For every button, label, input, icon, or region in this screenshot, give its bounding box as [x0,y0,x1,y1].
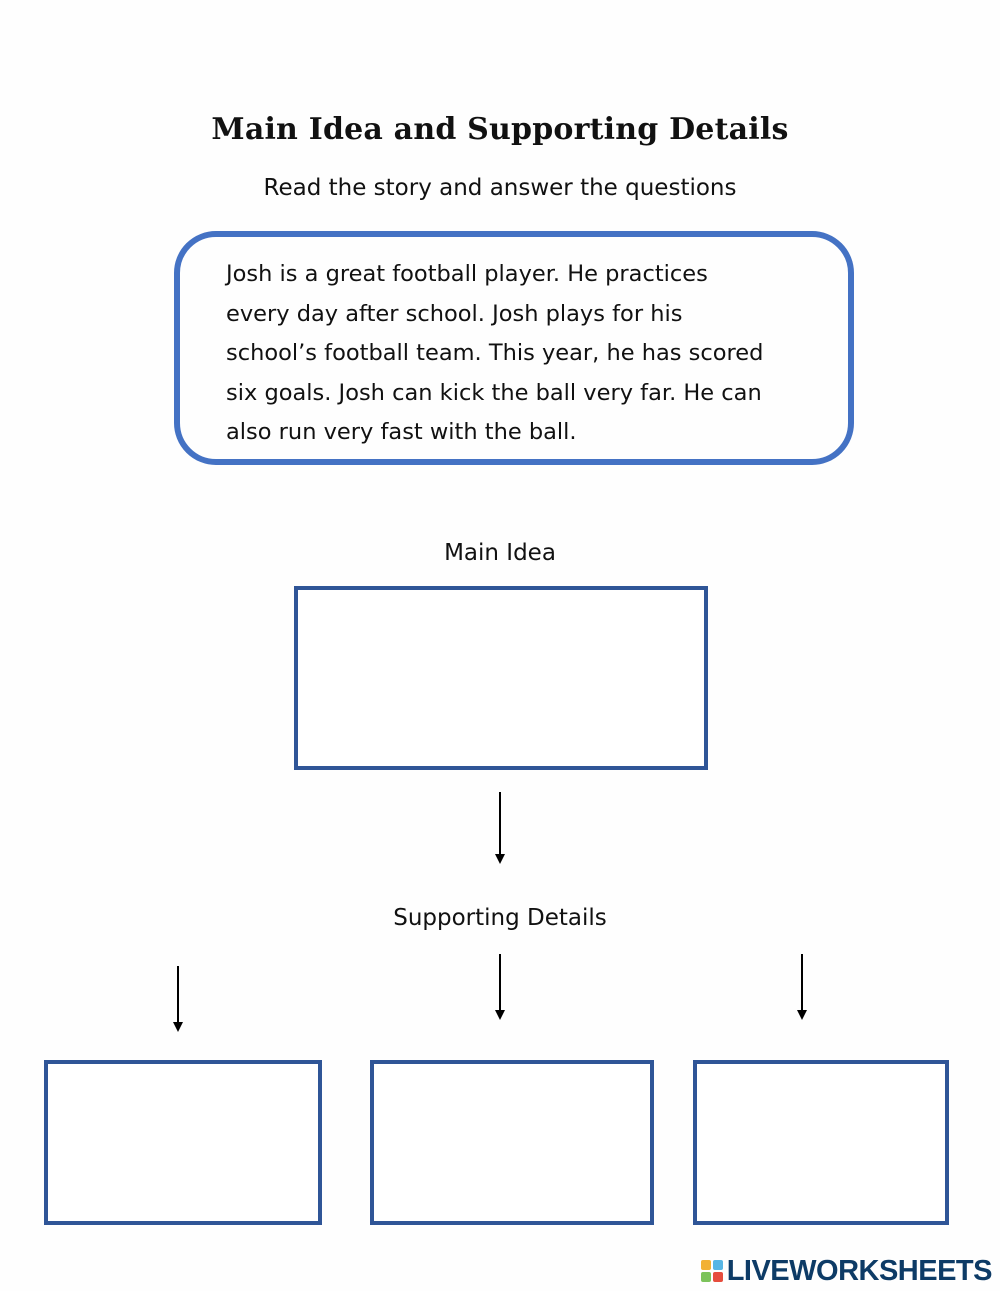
detail-3-arrow-icon [797,954,807,1020]
supporting-details-label: Supporting Details [393,905,607,931]
story-line: every day after school. Josh plays for h… [226,300,683,327]
worksheet-title: Main Idea and Supporting Details [211,112,789,147]
supporting-detail-box-3[interactable] [693,1060,949,1225]
story-line: six goals. Josh can kick the ball very f… [226,379,762,406]
story-line: Josh is a great football player. He prac… [226,261,708,287]
supporting-detail-box-2[interactable] [370,1060,654,1225]
detail-1-arrow-icon [173,966,183,1032]
main-idea-answer-box[interactable] [294,586,708,770]
instructions-text: Read the story and answer the questions [263,175,737,201]
watermark: LIVEWORKSHEETS [700,1253,993,1289]
detail-2-arrow-icon [495,954,505,1020]
liveworksheets-logo-icon [700,1260,723,1282]
story-box: Josh is a great football player. He prac… [174,231,854,465]
watermark-text: LIVEWORKSHEETS [726,1254,993,1287]
story-text: Josh is a great football player. He prac… [226,255,826,453]
story-line: also run very fast with the ball. [226,419,577,445]
main-to-details-arrow-icon [495,792,505,864]
story-line: school’s football team. This year, he ha… [226,340,764,366]
main-idea-label: Main Idea [444,540,556,566]
supporting-detail-box-1[interactable] [44,1060,322,1225]
